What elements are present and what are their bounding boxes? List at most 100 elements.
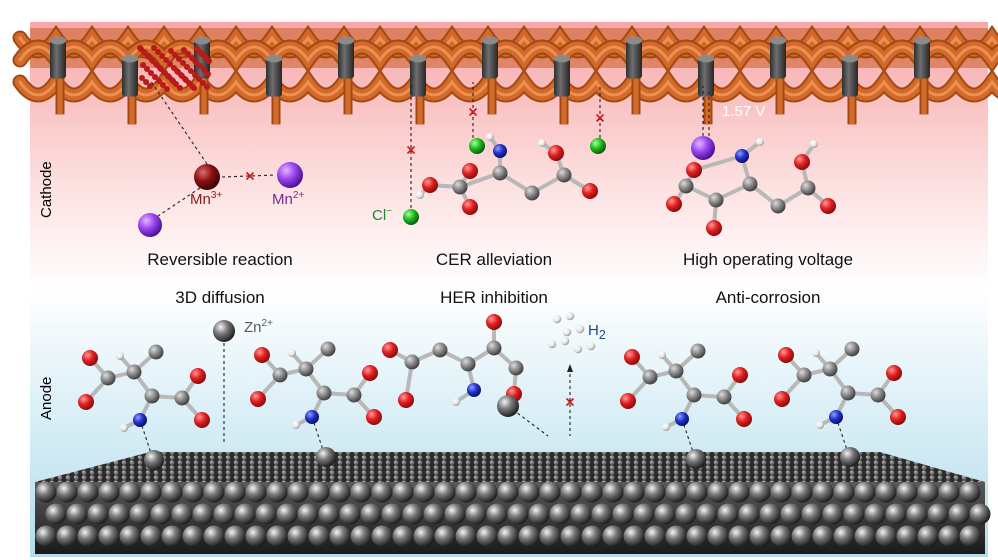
- linker-pillar-cap: [410, 54, 426, 63]
- linker-pillar: [50, 40, 66, 79]
- mnox-cluster-bead: [181, 47, 187, 53]
- anode-zinc-atom: [854, 481, 876, 503]
- cathode-label: Cathode: [38, 161, 55, 218]
- anode-zinc-atom: [791, 481, 813, 503]
- feature-anti-corrosion: Anti-corrosion: [715, 288, 821, 307]
- anode-zinc-atom: [780, 503, 802, 525]
- mnox-cluster-bead: [172, 52, 178, 58]
- mnox-cluster-bead: [192, 72, 198, 78]
- carbon-atom: [320, 341, 336, 357]
- anode-zinc-atom: [654, 503, 676, 525]
- anode-zinc-atom: [245, 481, 267, 503]
- anode-zinc-atom: [896, 481, 918, 503]
- hydrogen-atom: [486, 133, 494, 141]
- anode-zinc-atom: [434, 481, 456, 503]
- oxygen-atom: [794, 154, 810, 170]
- carbon-atom: [716, 389, 732, 405]
- mn2-ion-label: Mn2+: [272, 190, 305, 208]
- carbon-atom: [144, 388, 160, 404]
- hydrogen-atom: [288, 349, 296, 357]
- anode-zinc-atom: [308, 525, 330, 547]
- mnox-cluster-bead: [197, 63, 203, 69]
- mnox-cluster-bead: [183, 77, 189, 83]
- oxygen-atom: [250, 391, 266, 407]
- hydrogen-atom: [662, 423, 670, 431]
- hydrogen-atom: [586, 341, 596, 351]
- mnox-cluster-bead: [191, 85, 197, 91]
- dashed-interaction: [157, 187, 201, 217]
- anode-zinc-atom: [392, 481, 414, 503]
- mnox-cluster-bead: [166, 74, 172, 80]
- anode-zinc-atom: [476, 525, 498, 547]
- blocked-x-mark: [595, 113, 605, 123]
- carbon-atom: [126, 364, 142, 380]
- feature-3d-diffusion: 3D diffusion: [175, 288, 265, 307]
- anode-zinc-atom: [518, 525, 540, 547]
- feature-high-operating-voltage: High operating voltage: [682, 250, 854, 269]
- anode-zinc-atom: [108, 503, 130, 525]
- oxygen-atom: [582, 183, 598, 199]
- oxygen-atom: [254, 347, 270, 363]
- feature-her-inhibition: HER inhibition: [440, 288, 548, 307]
- linker-pillar: [770, 40, 786, 79]
- mnox-cluster-bead: [188, 68, 194, 74]
- anode-zinc-atom: [854, 525, 876, 547]
- anode-zinc-atom: [339, 503, 361, 525]
- zinc-atom: [497, 395, 519, 417]
- anode-zinc-atom: [276, 503, 298, 525]
- oxygen-atom: [624, 349, 640, 365]
- anode-zinc-atom: [203, 525, 225, 547]
- carbon-atom: [642, 369, 658, 385]
- mn3-ion-label: Mn3+: [190, 190, 223, 208]
- anode-zinc-atom: [549, 503, 571, 525]
- carbon-atom: [800, 180, 816, 196]
- framework-strand-highlight: [18, 45, 998, 63]
- anode-zinc-atom: [434, 525, 456, 547]
- linker-pillar: [266, 58, 282, 97]
- manganese-2-ion: [691, 136, 715, 160]
- anode-zinc-atom: [969, 503, 991, 525]
- oxygen-atom: [78, 394, 94, 410]
- oxygen-atom: [890, 409, 906, 425]
- hydrogen-atom: [452, 398, 460, 406]
- anode-zinc-atom: [119, 525, 141, 547]
- oxygen-atom: [686, 162, 702, 178]
- mnox-cluster-bead: [150, 58, 156, 64]
- linker-pillar-cap: [698, 54, 714, 63]
- oxygen-atom: [398, 392, 414, 408]
- anode-zinc-atom: [392, 525, 414, 547]
- carbon-atom: [174, 390, 190, 406]
- anode-zinc-atom: [350, 481, 372, 503]
- carbon-atom: [844, 341, 860, 357]
- anode-zinc-atom: [665, 525, 687, 547]
- cathode-framework: [12, 24, 998, 125]
- anode-zinc-atom: [360, 503, 382, 525]
- hydrogen-atom: [756, 138, 764, 146]
- carbon-atom: [524, 185, 540, 201]
- anode-zinc-atom: [749, 481, 771, 503]
- nitrogen-atom: [675, 412, 689, 426]
- oxygen-atom: [382, 342, 398, 358]
- oxygen-atom: [620, 393, 636, 409]
- oxygen-atom: [422, 177, 438, 193]
- carbon-atom: [508, 360, 524, 376]
- anode-zinc-atom: [843, 503, 865, 525]
- anode-zinc-atom: [245, 525, 267, 547]
- hydrogen-atom: [116, 352, 124, 360]
- mnox-cluster-bead: [185, 51, 191, 57]
- carbon-atom: [452, 179, 468, 195]
- hydrogen-atom: [812, 349, 820, 357]
- hydrogen-atom: [565, 311, 575, 321]
- anode-zinc-atom: [644, 525, 666, 547]
- anode-zinc-atom: [35, 481, 57, 503]
- anode-zinc-atom: [812, 525, 834, 547]
- chlorine-atom: [590, 138, 606, 154]
- oxygen-atom: [706, 220, 722, 236]
- mnox-cluster-bead: [151, 45, 157, 51]
- carbon-atom: [148, 344, 164, 360]
- linker-pillar: [410, 58, 426, 97]
- anode-zinc-atom: [560, 481, 582, 503]
- anode-zinc-atom: [66, 503, 88, 525]
- anode-zinc-atom: [161, 481, 183, 503]
- anode-zinc-atom: [224, 481, 246, 503]
